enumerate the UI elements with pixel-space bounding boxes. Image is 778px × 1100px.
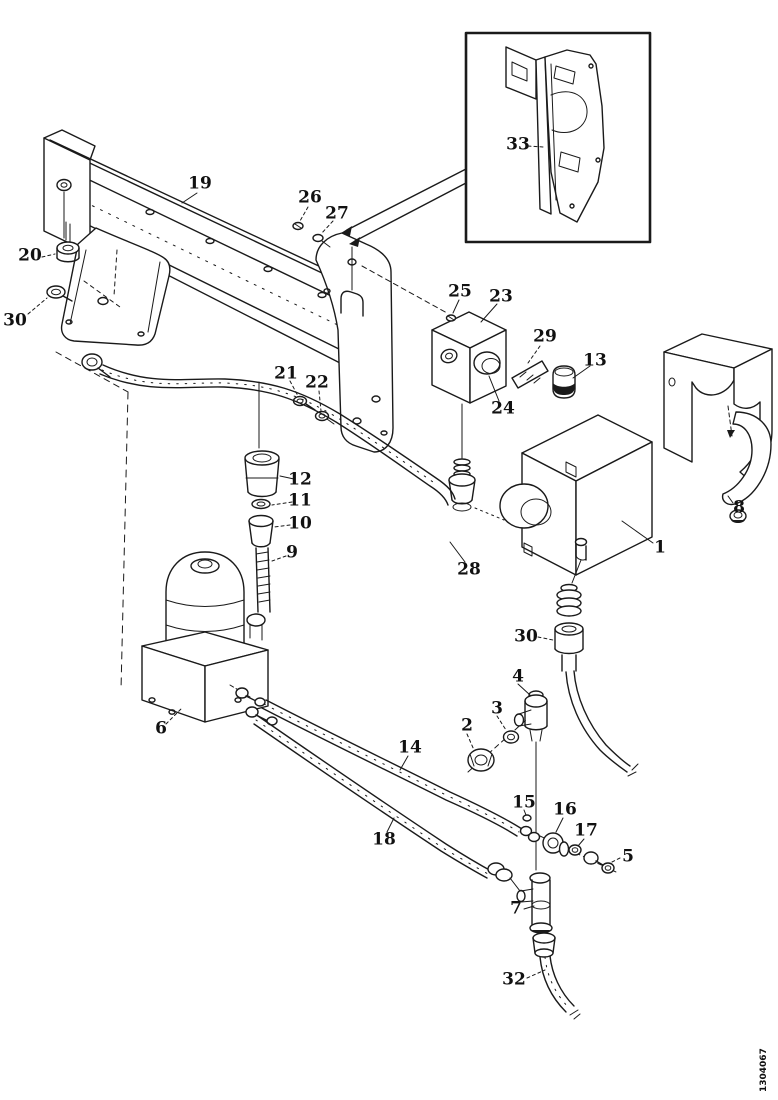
callout-13: 13 [583,351,607,371]
callout-26: 26 [298,188,322,208]
fitting-5 [583,851,621,874]
callout-25: 25 [448,282,472,302]
hose-28 [81,353,476,563]
nut-2 [466,733,495,772]
callout-18: 18 [372,830,396,850]
callout-29: 29 [533,327,557,347]
clip-15 [522,809,532,822]
screw-26 [292,206,309,231]
bolt-20 [41,221,80,263]
callout-20: 20 [18,246,42,266]
callout-2: 2 [461,716,473,736]
elbow-fitting-28 [448,458,476,512]
callout-24: 24 [491,399,515,419]
hose-32 [526,932,581,1020]
callout-8: 8 [733,498,745,518]
doc-code: 1304067 [759,1048,769,1092]
callout-4: 4 [512,667,524,687]
hose-18 [253,715,521,892]
callout-10: 10 [288,514,312,534]
nut-22 [314,390,335,425]
callout-15: 15 [512,793,536,813]
alignment-dashes [55,351,129,691]
cap-12 [244,381,295,498]
return-hose [565,670,639,777]
pump-assembly-6 [141,551,278,726]
callout-32: 32 [502,970,526,990]
callout-19: 19 [188,174,212,194]
ferrule-3 [496,715,520,744]
washer-11 [251,498,293,510]
screw-27 [312,220,334,248]
callout-22: 22 [305,373,329,393]
callout-33: 33 [506,135,530,155]
screw-21 [289,380,316,411]
bracket-33 [505,46,605,223]
tee-7 [516,872,553,934]
cap-nut-10 [248,514,291,548]
module-box-1 [474,414,654,584]
callout-9: 9 [286,543,298,563]
callout-27: 27 [325,204,349,224]
bolt-30-left [27,285,73,315]
callout-16: 16 [553,800,577,820]
callout-12: 12 [288,470,312,490]
grommet-13 [552,365,591,399]
callout-3: 3 [491,699,503,719]
callout-30a: 30 [3,311,27,331]
main-beam [43,129,394,453]
callout-23: 23 [489,287,513,307]
callout-17: 17 [574,821,598,841]
inset-box [464,31,652,244]
callout-1: 1 [654,538,666,558]
callout-5: 5 [622,847,634,867]
callout-30b: 30 [514,627,538,647]
nut-30-right [537,583,639,777]
plate-29 [511,345,549,389]
hose-14 [261,699,541,843]
cover-8 [663,333,773,523]
callout-6: 6 [155,719,167,739]
valve-block-23 [361,265,507,459]
ferrule-17 [568,838,585,856]
callout-28: 28 [457,560,481,580]
callout-7: 7 [510,899,522,919]
callout-21: 21 [274,364,298,384]
callout-14: 14 [398,738,422,758]
callout-11: 11 [288,491,312,511]
magnify-lines [341,168,467,247]
suction-tube-9 [246,547,287,641]
